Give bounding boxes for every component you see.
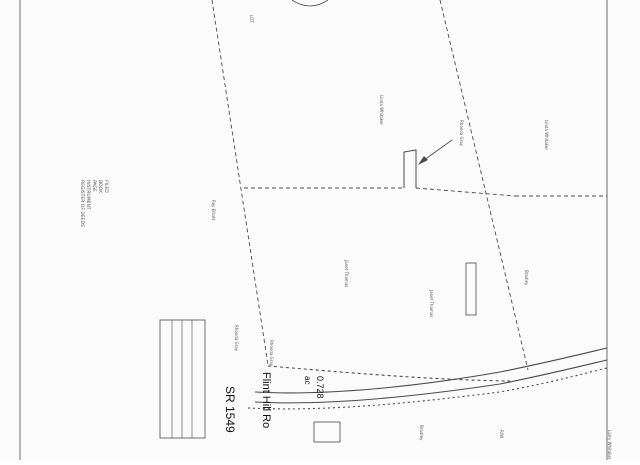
svg-text:Rhonda Gray: Rhonda Gray — [234, 325, 239, 352]
survey-annotations: LOT Linda Whitaker Linda Whitaker Roy El… — [211, 15, 612, 460]
svg-text:Bradley: Bradley — [419, 425, 424, 441]
road-labels: Flint Hill Ro SR 1549 0.728 ac — [223, 372, 325, 433]
frontage-number: 0.728 — [315, 376, 325, 399]
svg-text:R/W: R/W — [499, 430, 504, 438]
svg-text:Janet Thomas: Janet Thomas — [429, 289, 434, 317]
boundary-notch — [403, 149, 417, 188]
svg-text:Larry Whitaker: Larry Whitaker — [607, 430, 612, 460]
svg-text:Linda Whitaker: Linda Whitaker — [544, 120, 549, 150]
svg-text:LOT: LOT — [249, 15, 254, 23]
road-label-route: SR 1549 — [223, 386, 237, 433]
svg-text:Rhonda Gray: Rhonda Gray — [269, 340, 274, 367]
frontage-unit: ac — [303, 376, 312, 384]
rec-line-3: PAGE — [91, 180, 97, 192]
svg-text:Roy Elliott: Roy Elliott — [211, 200, 216, 221]
road-label-primary: Flint Hill Ro — [260, 372, 272, 428]
rec-line-4: INSTRUMENT — [85, 180, 91, 210]
rec-line-5: REGISTER OF DEEDS — [79, 180, 85, 227]
svg-text:Janet Thomas: Janet Thomas — [344, 259, 349, 287]
rec-line-2: BOOK — [97, 180, 103, 194]
svg-text:Rhonda Gray: Rhonda Gray — [459, 120, 464, 147]
parcel-boundaries — [211, 0, 607, 371]
arrow-head — [418, 156, 428, 165]
top-arc — [291, 0, 329, 7]
svg-text:Bradley: Bradley — [524, 270, 529, 286]
easement-note-box — [465, 262, 477, 316]
road-lines — [247, 347, 608, 410]
curve-table — [159, 319, 206, 439]
recording-block: FILED BOOK PAGE INSTRUMENT REGISTER OF D… — [79, 180, 109, 227]
rec-line-1: FILED — [103, 180, 109, 193]
svg-text:Linda Whitaker: Linda Whitaker — [379, 95, 384, 125]
small-note-box — [313, 421, 341, 443]
